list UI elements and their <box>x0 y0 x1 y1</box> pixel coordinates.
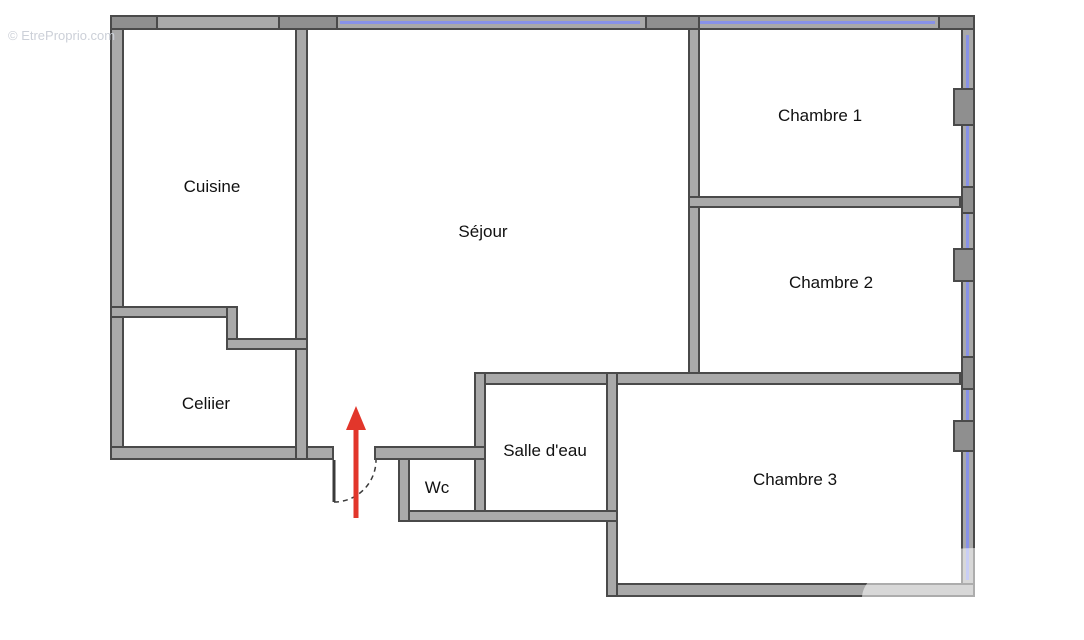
window-right-wall <box>966 35 969 580</box>
entrance-arrow-head <box>346 406 366 430</box>
wall-pier-right-3 <box>953 248 975 282</box>
wall-bottom-left <box>110 446 334 460</box>
wall-pier-right-4 <box>961 356 975 390</box>
wall-wc-salledeau-bottom <box>398 510 618 522</box>
wall-salledeau-chambre3 <box>606 372 618 597</box>
window-top-chambre1 <box>700 21 935 24</box>
wall-pier-top-4 <box>938 15 975 30</box>
wall-pier-top-1 <box>110 15 158 30</box>
wall-pier-top-3 <box>645 15 700 30</box>
wall-pier-right-1 <box>953 88 975 126</box>
room-label-chambre3: Chambre 3 <box>752 470 838 489</box>
watermark-logo <box>862 548 1084 640</box>
room-label-cellier: Celiier <box>181 394 231 413</box>
wall-entry-right <box>374 446 486 460</box>
room-label-wc: Wc <box>424 478 450 497</box>
door-swing-arc <box>333 459 377 503</box>
wall-chambre1-chambre2 <box>688 196 961 208</box>
room-label-cuisine: Cuisine <box>183 177 241 196</box>
wall-cuisine-sejour <box>295 15 308 460</box>
wall-cellier-upper <box>226 338 308 350</box>
room-label-chambre2: Chambre 2 <box>788 273 874 292</box>
wall-cuisine-cellier <box>110 306 238 318</box>
room-label-sejour: Séjour <box>458 222 508 241</box>
window-top-sejour <box>340 21 640 24</box>
wall-left <box>110 15 124 460</box>
wall-south-divider <box>474 372 961 385</box>
room-label-chambre1: Chambre 1 <box>777 106 863 125</box>
watermark-text: © EtreProprio.com <box>8 28 116 43</box>
room-label-salledeau: Salle d'eau <box>503 441 587 460</box>
wall-pier-right-2 <box>961 186 975 214</box>
wall-pier-right-5 <box>953 420 975 452</box>
wall-pier-top-2 <box>278 15 338 30</box>
